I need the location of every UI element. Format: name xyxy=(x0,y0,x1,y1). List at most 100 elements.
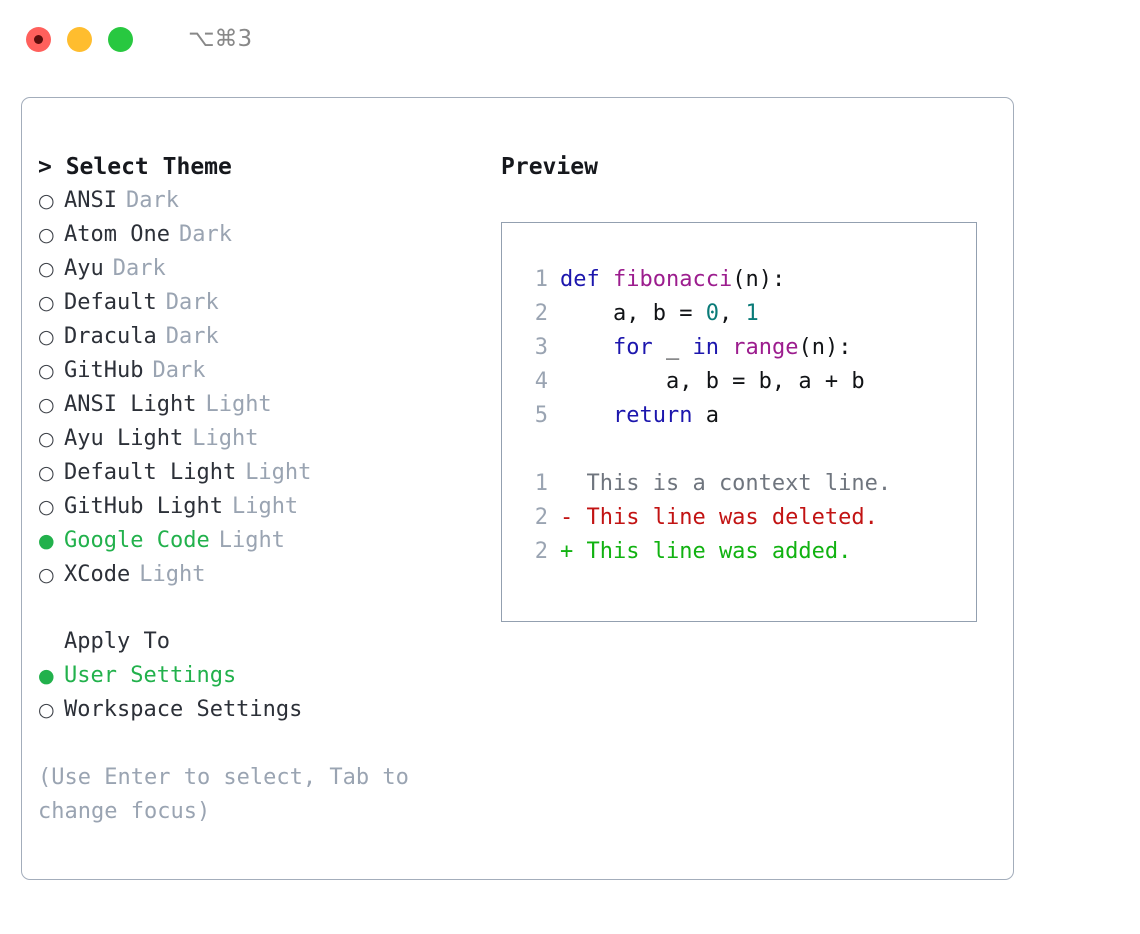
line-number: 1 xyxy=(534,267,548,292)
code-line: 5 return a xyxy=(502,399,976,433)
radio-unselected-icon[interactable]: ○ xyxy=(38,360,55,382)
theme-list-item[interactable]: ○ Ayu Dark xyxy=(38,252,478,286)
diff-text-ctx: This is a context line. xyxy=(560,471,892,496)
radio-unselected-icon[interactable]: ○ xyxy=(38,428,55,450)
code-token-num: 1 xyxy=(745,301,759,326)
code-token-kw: in xyxy=(692,335,719,360)
code-token-num: 0 xyxy=(705,301,719,326)
theme-name-label: Atom One xyxy=(64,222,170,247)
theme-variant-tag: Light xyxy=(231,494,299,519)
theme-list-item[interactable]: ○ GitHub Light Light xyxy=(38,490,478,524)
radio-unselected-icon[interactable]: ○ xyxy=(38,394,55,416)
theme-variant-tag: Light xyxy=(245,460,312,485)
line-number: 5 xyxy=(534,403,548,428)
preview-heading: Preview xyxy=(501,154,598,180)
radio-unselected-icon[interactable]: ○ xyxy=(38,326,55,348)
apply-to-heading: Apply To xyxy=(64,629,170,654)
radio-unselected-icon[interactable]: ○ xyxy=(38,462,55,484)
diff-line: 2 + This line was added. xyxy=(502,535,976,569)
line-number: 3 xyxy=(534,335,548,360)
radio-unselected-icon[interactable]: ○ xyxy=(38,496,55,518)
theme-variant-tag: Dark xyxy=(125,188,179,213)
radio-unselected-icon[interactable]: ○ xyxy=(38,190,55,212)
theme-name-label: Google Code xyxy=(64,528,210,553)
code-token-plain: (n): xyxy=(798,335,852,360)
theme-list-item[interactable]: ○ GitHub Dark xyxy=(38,354,478,388)
code-text: return a xyxy=(560,399,719,433)
theme-variant-tag: Light xyxy=(218,528,285,553)
apply-to-item[interactable]: ● User Settings xyxy=(38,659,478,693)
radio-unselected-icon[interactable]: ○ xyxy=(38,224,55,246)
code-token-plain: , xyxy=(718,301,746,326)
line-number: 2 xyxy=(534,539,548,564)
theme-variant-tag: Dark xyxy=(165,324,219,349)
code-line: 1 def fibonacci(n): xyxy=(502,263,976,297)
select-theme-heading: > Select Theme xyxy=(38,154,232,180)
theme-name-label: Ayu Light xyxy=(64,426,184,451)
theme-name-label: Ayu xyxy=(64,256,104,281)
code-token-plain: (n): xyxy=(732,267,786,292)
code-text: def fibonacci(n): xyxy=(560,263,785,297)
radio-unselected-icon[interactable]: ○ xyxy=(38,258,55,280)
radio-unselected-icon[interactable]: ○ xyxy=(38,292,55,314)
theme-list-item[interactable]: ○ Default Dark xyxy=(38,286,478,320)
code-token-plain xyxy=(560,403,613,428)
line-number: 4 xyxy=(534,369,548,394)
diff-text-add: + This line was added. xyxy=(560,539,852,564)
code-token-kw: return xyxy=(612,403,693,428)
code-token-plain: a, b = xyxy=(560,301,706,326)
theme-variant-tag: Light xyxy=(205,392,272,417)
theme-name-label: Default xyxy=(64,290,157,315)
window-titlebar: ⌥⌘3 xyxy=(0,0,1140,78)
code-line: 4 a, b = b, a + b xyxy=(502,365,976,399)
apply-to-item[interactable]: ○ Workspace Settings xyxy=(38,693,478,727)
zoom-button[interactable] xyxy=(108,26,133,52)
theme-name-label: Default Light xyxy=(64,460,237,485)
code-token-fn: fibonacci xyxy=(612,267,733,292)
diff-sample: 1 This is a context line. 2 - This line wa… xyxy=(502,467,976,569)
code-token-plain: _ xyxy=(652,335,693,360)
theme-list-item[interactable]: ○ Ayu Light Light xyxy=(38,422,478,456)
preview-spacer xyxy=(502,433,976,467)
close-button[interactable] xyxy=(26,26,51,52)
code-text: for _ in range(n): xyxy=(560,331,851,365)
code-token-plain xyxy=(560,335,613,360)
theme-list-item[interactable]: ● Google Code Light xyxy=(38,524,478,558)
code-token-plain xyxy=(719,335,732,360)
theme-variant-tag: Light xyxy=(192,426,259,451)
theme-variant-tag: Dark xyxy=(152,358,206,383)
code-line: 2 a, b = 0, 1 xyxy=(502,297,976,331)
apply-to-label: User Settings xyxy=(64,663,237,688)
code-line: 3 for _ in range(n): xyxy=(502,331,976,365)
theme-name-label: GitHub xyxy=(64,358,144,383)
theme-variant-tag: Dark xyxy=(165,290,219,315)
code-token-plain: a, b = b, a + b xyxy=(560,369,865,394)
code-token-plain: a xyxy=(692,403,719,428)
theme-list-item[interactable]: ○ Default Light Light xyxy=(38,456,478,490)
code-token-kw: for xyxy=(612,335,653,360)
keyboard-shortcut-label: ⌥⌘3 xyxy=(188,26,253,52)
code-token-fn: range xyxy=(732,335,799,360)
line-number: 1 xyxy=(534,471,548,496)
apply-to-label: Workspace Settings xyxy=(64,697,303,722)
theme-variant-tag: Dark xyxy=(112,256,166,281)
radio-unselected-icon[interactable]: ○ xyxy=(38,699,55,721)
radio-unselected-icon[interactable]: ○ xyxy=(38,564,55,586)
diff-text-del: - This line was deleted. xyxy=(560,505,878,530)
minimize-button[interactable] xyxy=(67,26,92,52)
radio-selected-icon[interactable]: ● xyxy=(38,665,55,687)
keyboard-hint-text: (Use Enter to select, Tab to change focu… xyxy=(38,765,423,824)
radio-selected-icon[interactable]: ● xyxy=(38,530,55,552)
theme-name-label: GitHub Light xyxy=(64,494,223,519)
apply-to-list[interactable]: ● User Settings ○ Workspace Settings xyxy=(38,659,478,727)
code-text: a, b = 0, 1 xyxy=(560,297,759,331)
